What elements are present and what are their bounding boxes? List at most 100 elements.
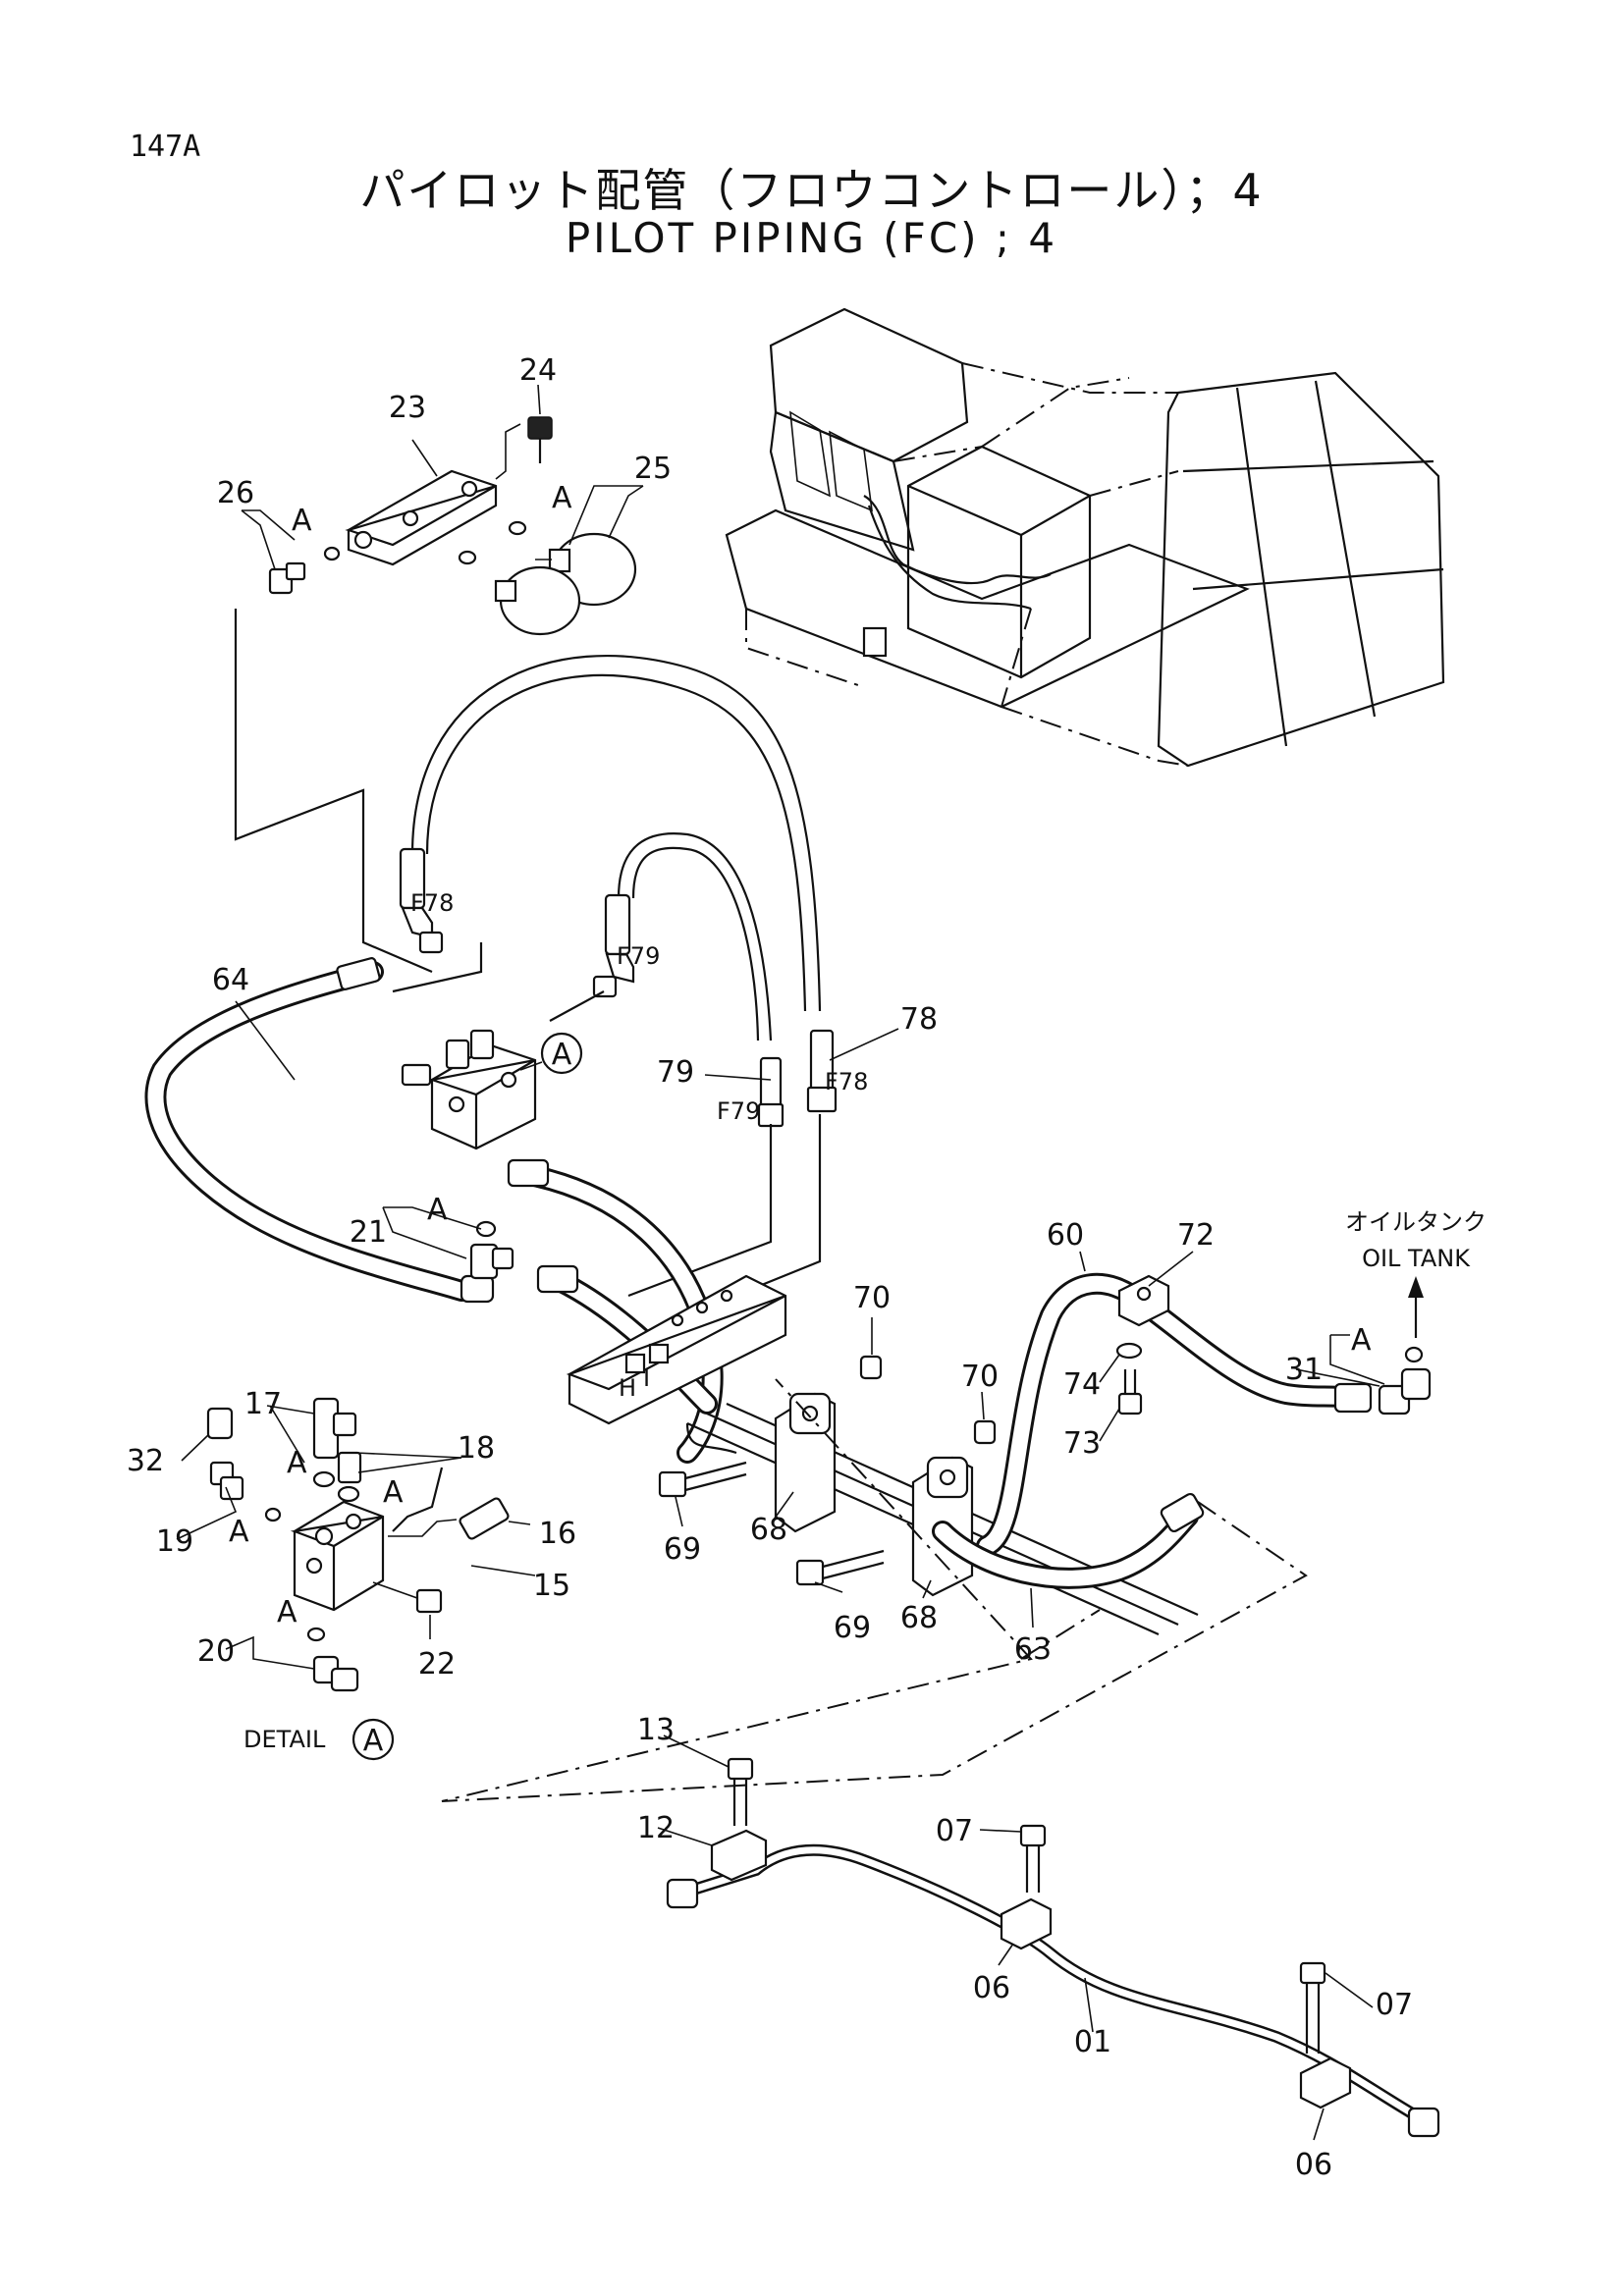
a-mark-26: A: [292, 504, 312, 538]
machine-outline: [725, 307, 1445, 768]
callout-32: 32: [127, 1444, 164, 1478]
callout-79: 79: [657, 1055, 694, 1090]
plug-22: [415, 1588, 443, 1614]
callout-06-b: 06: [1295, 2148, 1332, 2182]
page-code: 147A: [130, 130, 201, 164]
fitting-26: [268, 561, 306, 595]
hose-78-loop: [410, 655, 822, 1012]
oil-tank-label-en: OIL TANK: [1362, 1245, 1471, 1272]
fitting-19: [209, 1461, 244, 1501]
clamp-72: [1117, 1274, 1170, 1327]
callout-numbers: 23 24 25 26 64 78 79 21 60 72 70 70 74 7…: [127, 353, 1413, 2182]
callout-68-b: 68: [900, 1601, 938, 1635]
bolt-13: [727, 1757, 754, 1826]
callout-12: 12: [637, 1811, 675, 1845]
callout-07-a: 07: [936, 1814, 973, 1848]
a-mark-25: A: [552, 481, 572, 515]
callout-69-a: 69: [664, 1532, 701, 1567]
callout-18: 18: [458, 1431, 495, 1466]
callout-07-b: 07: [1376, 1988, 1413, 2022]
plug-32: [206, 1407, 234, 1440]
detail-a-callout-letter: A: [552, 1038, 572, 1072]
callout-70-a: 70: [853, 1281, 891, 1315]
detail-a-block-15: [290, 1500, 385, 1612]
o-ring: [508, 520, 527, 536]
callout-20: 20: [197, 1634, 235, 1669]
callout-leaders: [176, 384, 1385, 2141]
detail-a-callout: [540, 1032, 583, 1075]
callout-69-b: 69: [834, 1611, 871, 1645]
callout-74: 74: [1063, 1367, 1101, 1402]
callout-19: 19: [156, 1524, 193, 1559]
title-japanese: パイロット配管（フロウコントロール）；4: [359, 164, 1264, 217]
o-ring: [458, 550, 477, 565]
mark-f78-top: F78: [410, 889, 454, 917]
title-english: PILOT PIPING (FC) ; 4: [565, 214, 1058, 262]
detail-a-circle: [352, 1718, 395, 1761]
callout-23: 23: [389, 391, 426, 425]
a-mark-31: A: [1351, 1323, 1372, 1358]
hose-end-f79-bottom: [759, 1056, 783, 1109]
nut-70-a: [859, 1355, 883, 1380]
mark-f79-bottom: F79: [717, 1097, 760, 1125]
clamp-68-a: [774, 1392, 837, 1533]
bracket-plate: [566, 1274, 787, 1425]
bolt-73: [1117, 1369, 1143, 1415]
bolt-24: [495, 416, 553, 480]
detail-a-circle-letter: A: [363, 1724, 384, 1758]
callout-60: 60: [1047, 1218, 1084, 1253]
oil-tank-label-ja: オイルタンク: [1345, 1208, 1487, 1236]
callout-78: 78: [900, 1002, 938, 1037]
a-mark-17: A: [287, 1446, 307, 1480]
nut-70-b: [973, 1419, 997, 1445]
callout-01: 01: [1074, 2025, 1111, 2059]
callout-16: 16: [539, 1517, 576, 1551]
callout-25: 25: [634, 452, 672, 486]
a-mark-21: A: [427, 1193, 448, 1227]
clamp-06-a: [1000, 1897, 1053, 1950]
fitting-16: [459, 1497, 510, 1540]
elbow-20: [312, 1655, 359, 1692]
mark-f79-top: F79: [617, 942, 660, 970]
callout-63: 63: [1014, 1632, 1052, 1667]
a-marks: A A A A A A A A: [229, 481, 1372, 1629]
elbow-31: [1378, 1367, 1432, 1415]
bolt-69-b: [795, 1549, 885, 1586]
callout-24: 24: [519, 353, 557, 388]
callout-64: 64: [212, 963, 249, 997]
bolt-07-a: [1019, 1824, 1047, 1893]
bolt-69-a: [658, 1461, 747, 1498]
bracket-letter-i: I: [643, 1364, 650, 1392]
fitting-17: [312, 1397, 357, 1460]
callout-22: 22: [418, 1647, 456, 1682]
clamp-06-b: [1299, 2056, 1352, 2109]
accumulator-25-b: [494, 565, 581, 636]
callout-17: 17: [244, 1387, 282, 1421]
callout-72: 72: [1177, 1218, 1215, 1253]
o-ring: [323, 546, 341, 561]
callout-15: 15: [533, 1569, 570, 1603]
callout-31: 31: [1285, 1353, 1323, 1387]
fitting-21: [469, 1243, 514, 1280]
mark-f78-bottom: F78: [825, 1068, 868, 1095]
callout-13: 13: [637, 1713, 675, 1747]
washer-74: [1115, 1342, 1143, 1360]
o-ring: [1404, 1346, 1424, 1363]
callout-21: 21: [350, 1215, 387, 1250]
hose-end-marks: F78 F79 F79 F78: [410, 889, 868, 1125]
flow-control-valve: [401, 1029, 537, 1150]
a-mark-18: A: [383, 1475, 404, 1510]
a-mark-19: A: [229, 1515, 249, 1549]
hose-79-loop: [617, 832, 773, 1041]
callout-68-a: 68: [750, 1513, 787, 1547]
a-mark-20: A: [277, 1595, 298, 1629]
detail-label: DETAIL: [243, 1726, 326, 1753]
fitting-18: [337, 1451, 362, 1484]
callout-06-a: 06: [973, 1971, 1010, 2005]
callout-73: 73: [1063, 1426, 1101, 1461]
callout-70-b: 70: [961, 1360, 999, 1394]
bolt-07-b: [1299, 1961, 1326, 2054]
clamp-12: [710, 1829, 768, 1882]
